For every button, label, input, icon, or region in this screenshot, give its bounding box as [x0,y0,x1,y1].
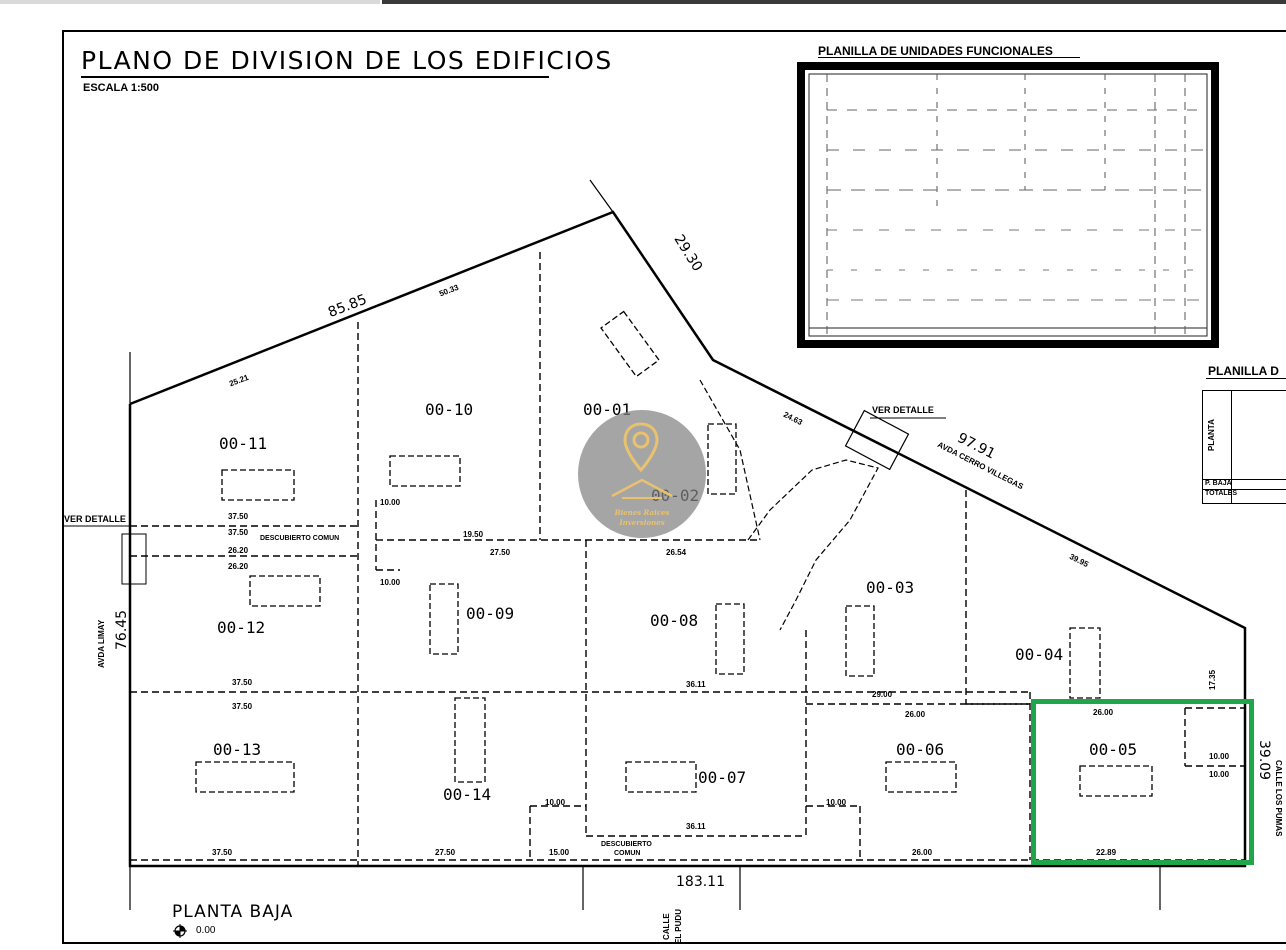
ver-detalle-top: VER DETALLE [872,405,934,415]
small-dim: 37.50 [232,678,253,687]
planilla2-col-divider [1231,391,1232,503]
small-dim: 10.00 [380,498,401,507]
ver-detalle-left: VER DETALLE [64,514,126,524]
house-roof-icon [611,478,673,499]
unit-00-05-highlight [1031,699,1254,865]
small-dim: 37.50 [228,528,249,537]
planilla2-row-divider [1203,479,1286,480]
planilla2-row-divider [1203,489,1286,490]
small-dim: 26.00 [905,710,926,719]
watermark-text-line2: Inversiones [619,518,665,527]
small-dim: 19.50 [463,530,484,539]
unit-00-09-label: 00-09 [466,604,515,623]
small-dim: 36.11 [686,822,706,831]
small-dim: 26.00 [1093,708,1114,717]
drawing-title: PLANO DE DIVISION DE LOS EDIFICIOS [81,46,613,75]
street-south-line1: CALLE [662,913,671,940]
small-dim: 10.00 [545,798,566,807]
planilla2-table: PLANTA P. BAJA TOTALES [1202,390,1286,504]
unit-00-08-label: 00-08 [650,611,699,630]
top-bar-light-segment [0,0,380,4]
detail-strip [699,379,910,631]
unit-00-14-label: 00-14 [443,785,492,804]
comun-label: COMUN [614,850,641,857]
dim-west: 76.45 [114,609,130,650]
planilla2-totales-label: TOTALES [1205,490,1238,497]
top-bar-dark-segment [382,0,1286,4]
small-dim: 26.00 [912,848,933,857]
dim-south: 183.11 [676,874,725,890]
unit-00-13-label: 00-13 [213,740,262,759]
unit-00-05-label: 00-05 [1089,740,1138,759]
small-dim: 10.00 [1209,752,1230,761]
small-dim: 26.54 [666,548,687,557]
planta-baja-label: PLANTA BAJA [172,902,294,922]
unit-00-10-label: 00-10 [425,400,474,419]
drawing-scale: ESCALA 1:500 [83,82,160,94]
lm-markers [129,179,1161,910]
planilla2-title-underline [1206,378,1286,379]
small-dim: 37.50 [232,702,253,711]
unit-00-12-label: 00-12 [217,618,266,637]
street-west: AVDA LIMAY [97,619,106,668]
small-dim: 29.00 [872,690,893,699]
street-east: CALLE LOS PUMAS [1274,760,1283,837]
small-dim: 26.20 [228,546,249,555]
watermark-text-line1: Bienes Raices [614,508,670,517]
level-marker-icon [173,924,187,938]
dim-east: 39.09 [1256,740,1272,781]
planilla-title: PLANILLA DE UNIDADES FUNCIONALES [818,44,1053,58]
planilla2-title: PLANILLA D [1208,364,1279,378]
level-value: 0.00 [196,925,216,936]
unit-00-06-label: 00-06 [896,740,945,759]
small-dim: 36.11 [686,680,706,689]
descubierto-comun-label: DESCUBIERTO COMUN [260,535,340,542]
unit-divisions [130,252,1245,866]
building-footprints [195,310,1153,797]
unit-00-04-label: 00-04 [1015,645,1064,664]
title-underline [81,76,549,78]
detail-markers [64,417,946,585]
small-dim: 37.50 [228,512,249,521]
watermark-logo: Bienes Raices Inversiones [578,410,706,538]
small-dim: 22.89 [1096,848,1117,857]
unit-00-03-label: 00-03 [866,578,915,597]
small-dim: 27.50 [490,548,511,557]
small-dim: 15.00 [549,848,570,857]
small-dim: 10.00 [826,798,847,807]
unit-00-07-label: 00-07 [698,768,747,787]
small-dim: 17.35 [1208,669,1217,690]
small-dim: 10.00 [380,578,401,587]
top-bar [0,0,1286,8]
planilla-title-underline [818,57,1080,58]
small-dim: 37.50 [212,848,233,857]
small-dim: 27.50 [435,848,456,857]
unit-00-11-label: 00-11 [219,434,268,453]
street-south-line2: EL PUDU [674,909,683,944]
planilla-table-box [797,62,1219,348]
location-pin-icon [623,422,659,473]
planilla-table-lines [808,73,1208,337]
small-dim: 26.20 [228,562,249,571]
small-dim: 10.00 [1209,770,1230,779]
descubierto-label: DESCUBIERTO [601,841,652,848]
planilla2-pbaja-label: P. BAJA [1205,480,1232,487]
